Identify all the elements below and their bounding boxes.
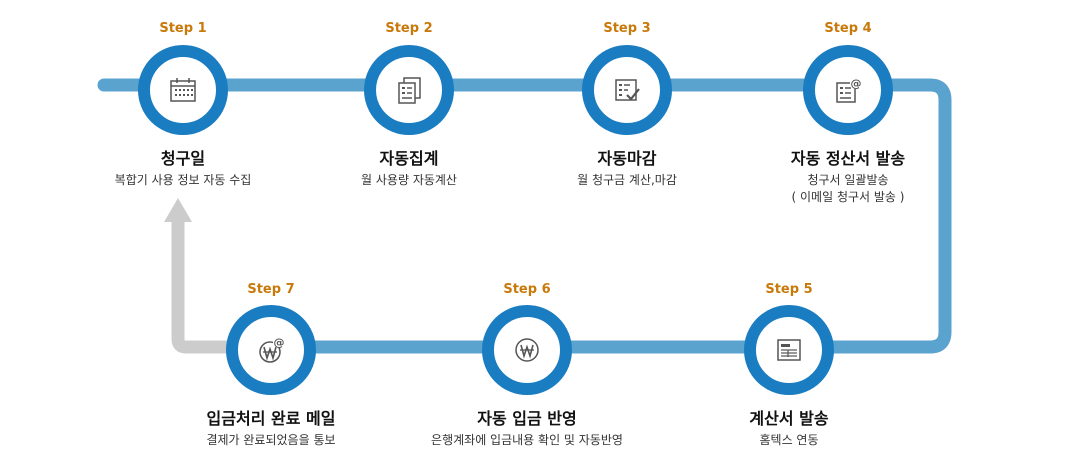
step-3-title: 자동마감 (597, 149, 657, 168)
return-arrowhead (164, 198, 192, 222)
step-5-node (744, 305, 834, 395)
step-3-node (582, 45, 672, 135)
won-coin-icon (515, 338, 539, 362)
checklist-icon (615, 79, 640, 101)
step-3-desc-line: 월 청구금 계산,마감 (577, 173, 677, 187)
step-4-desc-line-1: 청구서 일괄발송 (807, 173, 889, 187)
step-6-desc-line: 은행계좌에 입금내용 확인 및 자동반영 (431, 433, 623, 447)
step-3-desc: 월 청구금 계산,마감 (577, 172, 677, 189)
step-label-3: Step 3 (603, 21, 651, 36)
won-email-icon: @ (259, 336, 285, 363)
invoice-icon (777, 339, 801, 361)
document-email-icon: @ (836, 77, 862, 103)
step-1-desc: 복합기 사용 정보 자동 수집 (115, 172, 252, 189)
step-2-desc-line: 월 사용량 자동계산 (361, 173, 457, 187)
step-5-desc: 홈텍스 연동 (759, 432, 818, 449)
step-1-node (138, 45, 228, 135)
calendar-icon (170, 78, 196, 102)
step-6-desc: 은행계좌에 입금내용 확인 및 자동반영 (431, 432, 623, 449)
step-4-node: @ (803, 45, 893, 135)
step-label-1: Step 1 (159, 21, 207, 36)
step-7-desc-line: 결제가 완료되었음을 통보 (206, 433, 336, 447)
step-7-node: @ (226, 305, 316, 395)
step-4-desc-line-2: ( 이메일 청구서 발송 ) (791, 190, 905, 204)
svg-text:@: @ (274, 336, 285, 349)
step-1-title: 청구일 (160, 149, 206, 168)
step-2-title: 자동집계 (379, 149, 439, 168)
step-label-6: Step 6 (503, 282, 551, 297)
step-label-2: Step 2 (385, 21, 433, 36)
step-6-title: 자동 입금 반영 (477, 409, 577, 428)
svg-text:@: @ (851, 77, 862, 90)
step-2-desc: 월 사용량 자동계산 (361, 172, 457, 189)
documents-icon (398, 77, 421, 104)
step-4-desc: 청구서 일괄발송 ( 이메일 청구서 발송 ) (792, 172, 905, 206)
step-7-desc: 결제가 완료되었음을 통보 (206, 432, 335, 449)
step-label-5: Step 5 (765, 282, 813, 297)
step-label-4: Step 4 (824, 21, 872, 36)
step-5-desc-line: 홈텍스 연동 (759, 433, 819, 447)
step-label-7: Step 7 (247, 282, 295, 297)
step-2-node (364, 45, 454, 135)
step-4-title: 자동 정산서 발송 (790, 149, 906, 168)
step-7-title: 입금처리 완료 메일 (206, 409, 336, 428)
step-5-title: 계산서 발송 (749, 409, 829, 428)
step-1-desc-line: 복합기 사용 정보 자동 수집 (114, 173, 252, 187)
step-6-node (482, 305, 572, 395)
